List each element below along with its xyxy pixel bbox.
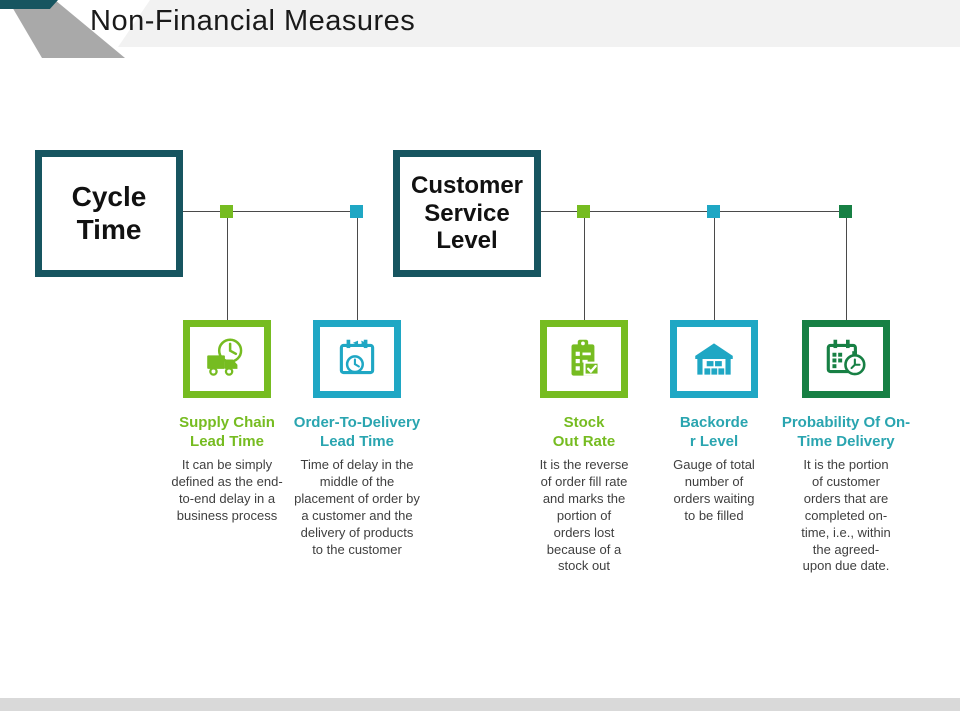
icon-box-stock-out-rate: [540, 320, 628, 398]
group-box-cycle-time: Cycle Time: [35, 150, 183, 277]
measure-backorder-level: Backorde r Level Gauge of total number o…: [666, 413, 762, 525]
group-label-customer-service-level: Customer Service Level: [410, 172, 524, 255]
header-corner-accent: [0, 0, 58, 9]
calendar-stopwatch-icon: [821, 334, 871, 384]
connector-node-3: [577, 205, 590, 218]
connector-line-customer-service: [541, 211, 846, 212]
measure-description: It is the reverse of order fill rate and…: [539, 457, 629, 574]
measure-heading: Order-To-Delivery Lead Time: [293, 414, 421, 451]
measure-description: Time of delay in the middle of the place…: [294, 457, 420, 557]
connector-drop-5: [846, 212, 847, 320]
connector-drop-4: [714, 212, 715, 320]
icon-box-order-to-delivery: [313, 320, 401, 398]
connector-node-2: [350, 205, 363, 218]
connector-node-4: [707, 205, 720, 218]
connector-drop-1: [227, 212, 228, 320]
connector-node-5: [839, 205, 852, 218]
measure-on-time-delivery: Probability Of On- Time Delivery It is t…: [781, 413, 911, 575]
group-label-cycle-time: Cycle Time: [71, 181, 147, 245]
footer-bar: [0, 698, 960, 711]
measure-description: Gauge of total number of orders waiting …: [673, 457, 755, 523]
connector-drop-3: [584, 212, 585, 320]
icon-box-backorder-level: [670, 320, 758, 398]
measure-order-to-delivery: Order-To-Delivery Lead Time Time of dela…: [291, 413, 423, 558]
icon-box-supply-chain-lead-time: [183, 320, 271, 398]
connector-line-cycle-time: [183, 211, 359, 212]
clipboard-check-icon: [559, 334, 609, 384]
slide-title: Non-Financial Measures: [90, 5, 416, 37]
measure-description: It is the portion of customer orders tha…: [801, 457, 891, 574]
measure-heading: Stock Out Rate: [552, 414, 616, 451]
measure-heading: Supply Chain Lead Time: [179, 414, 275, 451]
measure-description: It can be simply defined as the end-to-e…: [171, 457, 283, 523]
measure-supply-chain-lead-time: Supply Chain Lead Time It can be simply …: [162, 413, 292, 525]
calendar-clock-icon: [332, 334, 382, 384]
group-box-customer-service-level: Customer Service Level: [393, 150, 541, 277]
measure-heading: Backorde r Level: [679, 414, 749, 451]
warehouse-icon: [689, 334, 739, 384]
truck-clock-icon: [202, 334, 252, 384]
connector-drop-2: [357, 212, 358, 320]
header-title-band: [118, 0, 960, 47]
measure-stock-out-rate: Stock Out Rate It is the reverse of orde…: [536, 413, 632, 575]
connector-node-1: [220, 205, 233, 218]
icon-box-on-time-delivery: [802, 320, 890, 398]
measure-heading: Probability Of On- Time Delivery: [781, 414, 911, 451]
